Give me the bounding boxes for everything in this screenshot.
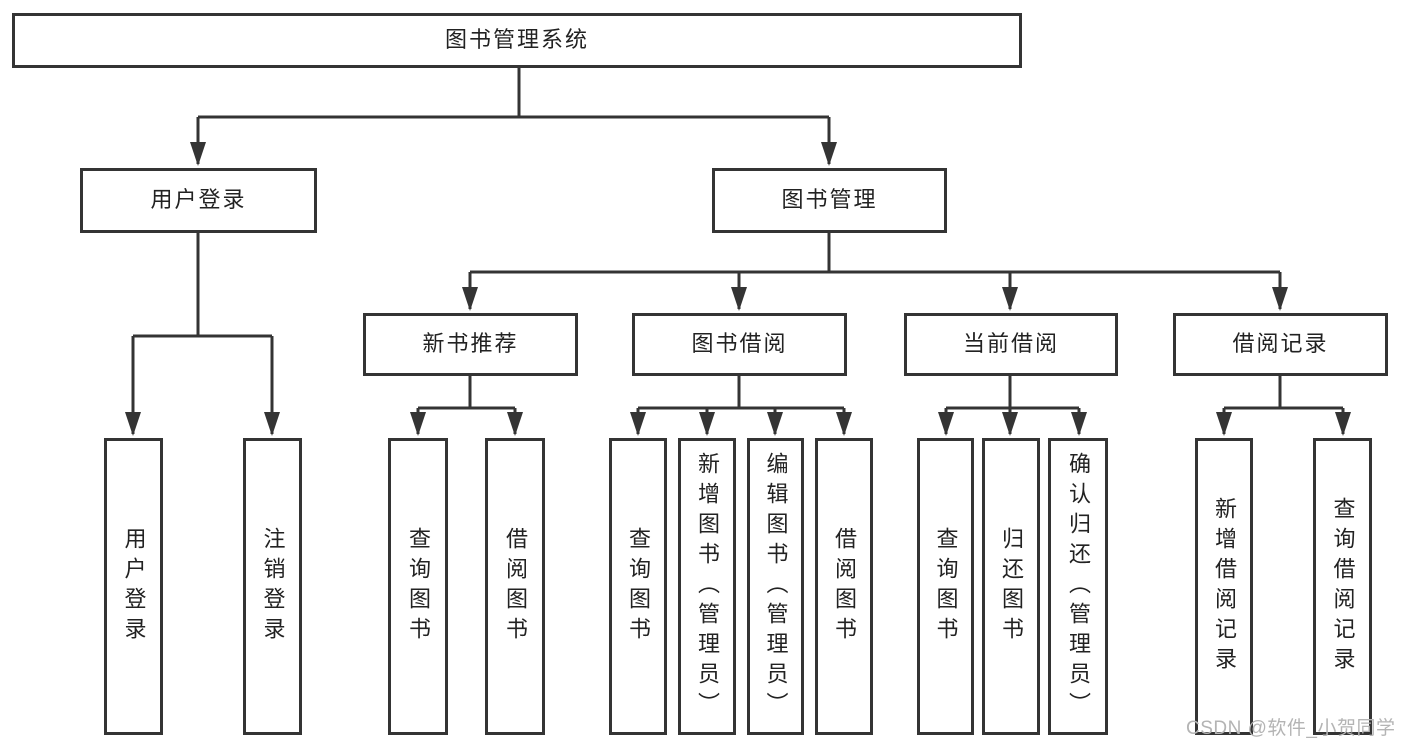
- connector-current-borrow-split: [946, 376, 1079, 410]
- node-leaf-query-books-2: 查询图书: [609, 438, 667, 735]
- node-leaf-borrow-books-2: 借阅图书: [815, 438, 873, 735]
- node-leaf-edit-books-admin: 编辑图书（管理员）: [747, 438, 804, 735]
- node-leaf-add-borrow-record: 新增借阅记录: [1195, 438, 1253, 735]
- connector-root-split: [198, 68, 829, 119]
- node-leaf-query-books-3-label: 查询图书: [933, 526, 959, 647]
- node-library-system: 图书管理系统: [12, 13, 1022, 68]
- node-borrow-records: 借阅记录: [1173, 313, 1388, 376]
- arrow-stems: [125, 117, 1351, 436]
- node-leaf-borrow-books-1: 借阅图书: [485, 438, 545, 735]
- connector-new-book-split: [418, 376, 515, 410]
- node-leaf-borrow-books-1-label: 借阅图书: [503, 526, 528, 647]
- node-leaf-query-books-1-label: 查询图书: [406, 526, 431, 647]
- node-book-borrow-label: 图书借阅: [691, 331, 788, 357]
- connector-user-login-split: [133, 233, 272, 338]
- csdn-watermark: CSDN @软件_小贺同学: [1186, 718, 1396, 739]
- node-leaf-borrow-books-2-label: 借阅图书: [832, 526, 857, 647]
- node-current-borrow-label: 当前借阅: [962, 331, 1059, 357]
- node-leaf-query-books-2-label: 查询图书: [626, 526, 651, 647]
- node-book-management: 图书管理: [712, 168, 947, 233]
- node-user-login-label: 用户登录: [150, 187, 247, 213]
- node-leaf-return-books-label: 归还图书: [999, 526, 1024, 647]
- connector-borrow-records-split: [1224, 376, 1343, 410]
- node-leaf-user-login: 用户登录: [104, 438, 163, 735]
- node-new-book-recommend: 新书推荐: [363, 313, 578, 376]
- node-leaf-add-books-admin-label: 新增图书（管理员）: [695, 451, 720, 722]
- node-leaf-query-books-1: 查询图书: [388, 438, 448, 735]
- node-user-login: 用户登录: [80, 168, 317, 233]
- node-book-management-label: 图书管理: [781, 187, 878, 213]
- node-borrow-records-label: 借阅记录: [1232, 331, 1329, 357]
- node-leaf-query-books-3: 查询图书: [917, 438, 974, 735]
- node-leaf-logout: 注销登录: [243, 438, 302, 735]
- node-leaf-edit-books-admin-label: 编辑图书（管理员）: [763, 451, 789, 722]
- node-leaf-query-borrow-record-label: 查询借阅记录: [1330, 496, 1356, 677]
- connector-book-borrow-split: [638, 376, 844, 410]
- node-leaf-add-books-admin: 新增图书（管理员）: [678, 438, 736, 735]
- node-leaf-confirm-return-admin: 确认归还（管理员）: [1048, 438, 1108, 735]
- node-book-borrow: 图书借阅: [632, 313, 847, 376]
- node-leaf-confirm-return-admin-label: 确认归还（管理员）: [1066, 451, 1091, 722]
- node-leaf-user-login-label: 用户登录: [121, 526, 147, 647]
- node-new-book-recommend-label: 新书推荐: [422, 331, 519, 357]
- node-leaf-query-borrow-record: 查询借阅记录: [1313, 438, 1372, 735]
- node-library-system-label: 图书管理系统: [444, 27, 589, 53]
- node-leaf-return-books: 归还图书: [982, 438, 1040, 735]
- connector-book-management-split: [470, 233, 1280, 274]
- node-leaf-add-borrow-record-label: 新增借阅记录: [1212, 496, 1237, 677]
- node-current-borrow: 当前借阅: [904, 313, 1118, 376]
- node-leaf-logout-label: 注销登录: [260, 526, 286, 647]
